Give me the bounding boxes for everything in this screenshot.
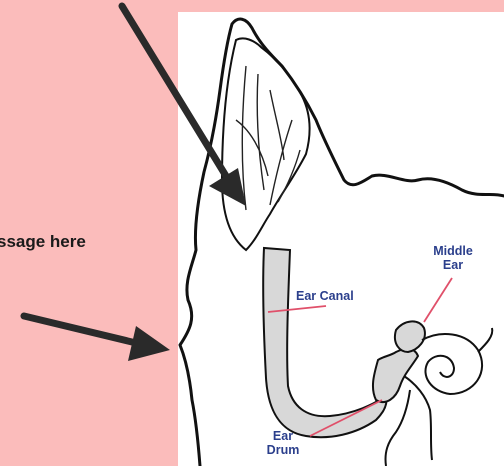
inner-ear-contour xyxy=(222,38,309,250)
cochlea xyxy=(422,328,492,394)
ear-outline xyxy=(180,19,504,466)
middle-ear-bones xyxy=(373,321,425,402)
ear-drum-label-line2: Drum xyxy=(258,443,308,457)
arrow-top xyxy=(122,6,246,206)
ear-canal-label: Ear Canal xyxy=(296,289,396,303)
middle-ear-leader xyxy=(424,278,452,322)
inner-nerve-2 xyxy=(404,376,432,460)
ear-drum-label: Ear Drum xyxy=(258,429,308,457)
ear-folds xyxy=(236,66,300,210)
annotation-text: ssage here xyxy=(0,232,86,252)
arrow-left xyxy=(24,316,170,361)
middle-ear-label: Middle Ear xyxy=(423,244,483,272)
middle-ear-label-line1: Middle xyxy=(423,244,483,258)
ear-canal xyxy=(263,248,386,437)
middle-ear-label-line2: Ear xyxy=(423,258,483,272)
ear-drum-label-line1: Ear xyxy=(258,429,308,443)
